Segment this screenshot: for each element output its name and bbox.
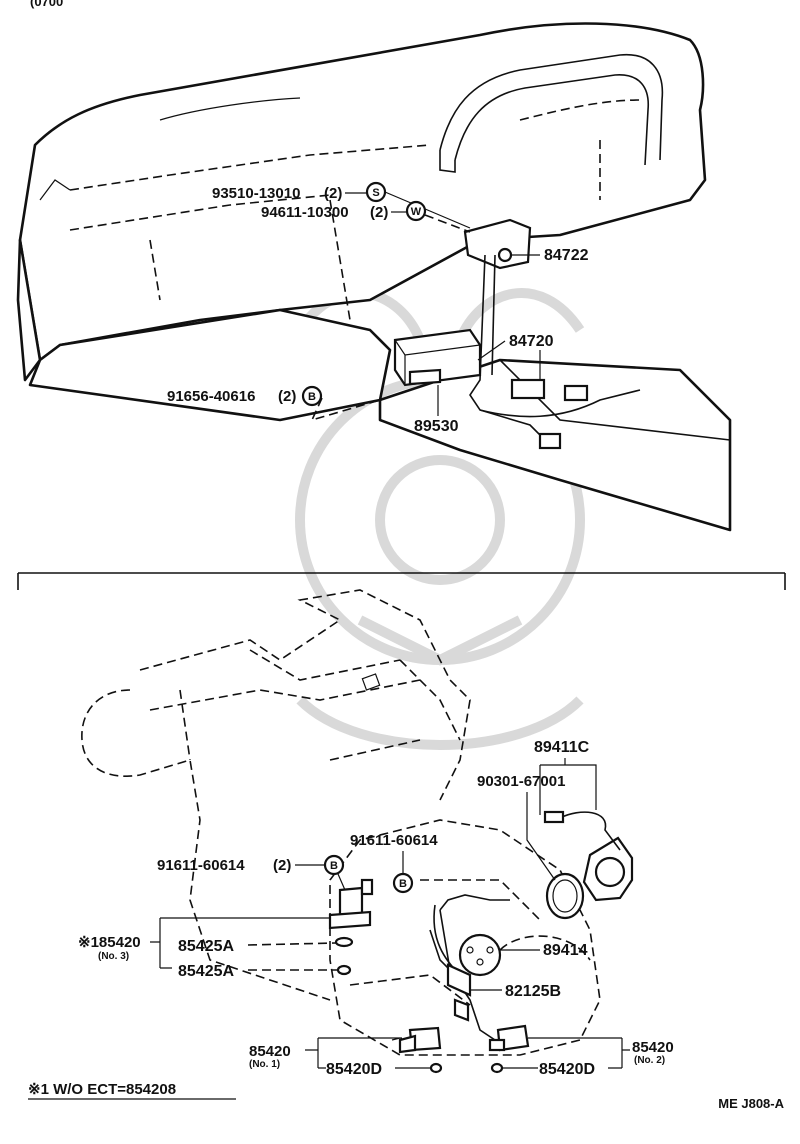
callout-computer-89530: 89530 (414, 385, 459, 435)
part-label-84720: 84720 (509, 333, 554, 350)
symbol-label: B (330, 860, 338, 872)
callout-gasket-85425a-1: 85425A (178, 938, 337, 955)
symbol-label: B (399, 878, 407, 890)
header-fragment: (0700 (30, 0, 63, 9)
callout-bolt-91611-center: 91611-60614 B (350, 832, 438, 894)
part-label-84722: 84722 (544, 247, 589, 264)
note-no2: (No. 2) (634, 1055, 665, 1066)
part-label-89411c: 89411C (534, 739, 590, 756)
engine-drawing (81, 589, 601, 1056)
part-label-85425a-2: 85425A (178, 963, 234, 980)
callout-screw-91656: 91656-40616 (2) B (167, 385, 323, 407)
section-bracket (17, 572, 786, 590)
qty-label: (2) (324, 185, 342, 202)
callout-solenoid-no2: 85420 (No. 2) (528, 1037, 674, 1069)
symbol-label: S (372, 187, 379, 199)
callout-solenoid-no3: ※185420 (No. 3) (78, 917, 330, 969)
qty-label: (2) (370, 204, 388, 221)
callout-oring-90301: 90301-67001 (477, 773, 565, 881)
lower-harness (328, 878, 530, 1074)
note-no3: (No. 3) (98, 951, 129, 962)
callout-switch-82125b: 82125B (470, 983, 561, 1000)
part-label-89530: 89530 (414, 418, 459, 435)
part-label-90301: 90301-67001 (477, 773, 565, 790)
screw-symbol-circle (301, 385, 323, 407)
part-label-85420d-1: 85420D (326, 1061, 382, 1078)
footnote-text: ※1 W/O ECT=854208 (28, 1081, 176, 1098)
part-label-91611-left: 91611-60614 (157, 857, 245, 874)
part-label-85420-no1: 85420 (249, 1043, 291, 1060)
part-label-85425a-1: 85425A (178, 938, 234, 955)
part-label-85420d-2: 85420D (539, 1061, 595, 1078)
qty-label: (2) (273, 857, 291, 874)
qty-label: (2) (278, 388, 296, 405)
callout-bolt-91611-left: 91611-60614 (2) B (157, 854, 346, 891)
callout-bolt-93510: 93510-13010 (2) S (212, 181, 471, 229)
part-label-85420-no2: 85420 (632, 1039, 674, 1056)
part-label-94611: 94611-10300 (261, 204, 349, 221)
dashboard-drawing (16, 22, 732, 532)
part-label-82125b: 82125B (505, 983, 561, 1000)
callout-gasket-85420d-1: 85420D (326, 1061, 430, 1078)
callout-sensor-89411c: 89411C (534, 739, 597, 815)
callout-gasket-85425a-2: 85425A (178, 963, 338, 980)
part-label-91656: 91656-40616 (167, 388, 255, 405)
bolt-left-symbol-circle (323, 854, 345, 876)
callout-rotor-89414: 89414 (500, 942, 588, 959)
footnote: ※1 W/O ECT=854208 (28, 1081, 236, 1100)
note-no1: (No. 1) (249, 1059, 280, 1070)
symbol-label: B (308, 391, 316, 403)
callout-sensor-84722: 84722 (510, 247, 589, 264)
part-label-91611-center: 91611-60614 (350, 832, 438, 849)
sensor-assembly (543, 810, 634, 920)
callout-washer-94611: 94611-10300 (2) W (261, 200, 427, 222)
callout-switch-84720: 84720 (477, 333, 554, 380)
figure-code: ME J808-A (718, 1096, 784, 1111)
washer-symbol-circle (405, 200, 427, 222)
callout-solenoid-no1: 85420 (No. 1) (249, 1037, 402, 1070)
part-label-185420: ※185420 (78, 934, 141, 951)
symbol-label: W (411, 206, 422, 218)
part-label-93510: 93510-13010 (212, 185, 300, 202)
bolt-center-symbol-circle (392, 872, 414, 894)
callout-gasket-85420d-2: 85420D (502, 1061, 595, 1078)
part-label-89414: 89414 (543, 942, 588, 959)
